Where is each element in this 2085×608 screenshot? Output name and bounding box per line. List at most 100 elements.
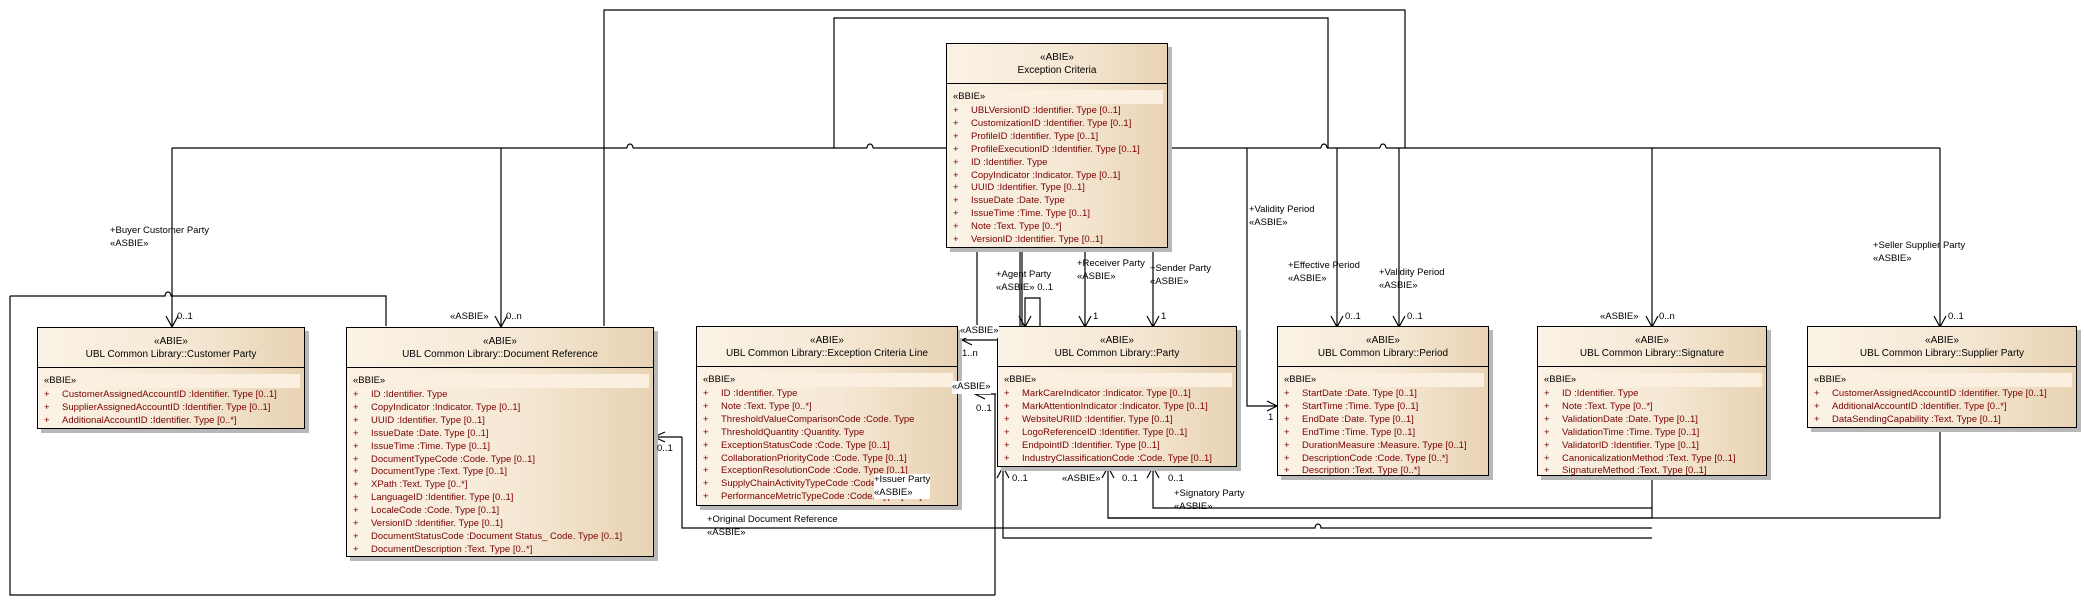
attribute: +Note :Text. Type [0..*] [703,400,812,412]
role-label-validity-period-2: +Validity Period«ASBIE» [1379,267,1445,291]
stereotype-label: «ASBIE» [1062,473,1101,484]
attribute-stereotype: «BBIE» [1002,373,1232,387]
attribute: +ThresholdValueComparisonCode :Code. Typ… [703,413,915,425]
attribute-list: «BBIE» +ID :Identifier. Type +Note :Text… [1538,367,1766,482]
attribute: +IssueTime :Time. Type [0..1] [953,208,1090,220]
attribute: +Note :Text. Type [0..*] [953,221,1062,233]
class-header: «ABIE» UBL Common Library::Period [1278,327,1488,367]
attribute-stereotype: «BBIE» [951,90,1163,104]
attribute: +StartDate :Date. Type [0..1] [1284,388,1417,399]
class-stereotype: «ABIE» [1366,335,1400,346]
class-stereotype: «ABIE» [483,336,517,347]
role-label-sender-party: +Sender Party«ASBIE» [1150,263,1211,287]
attribute: +Note :Text. Type [0..*] [1544,400,1653,412]
connector-issuer-party [975,393,996,595]
multiplicity-label: 0..1 [1122,473,1138,484]
attribute: +ExceptionStatusCode :Code. Type [0..1] [703,439,890,451]
role-label-effective-period: +Effective Period«ASBIE» [1288,260,1360,284]
class-stereotype: «ABIE» [1635,335,1669,346]
attribute: +PerformanceMetricTypeCode :Code. Type [… [703,491,923,503]
class-header: «ABIE» UBL Common Library::Document Refe… [347,328,653,368]
role-label-agent-party: +Agent Party«ASBIE» 0..1 [996,269,1054,293]
stereotype-label: «ASBIE» [960,325,999,338]
class-name: UBL Common Library::Customer Party [85,349,257,360]
class-header: «ABIE» UBL Common Library::Party [998,327,1236,367]
class-party[interactable]: «ABIE» UBL Common Library::Party «BBIE» … [997,326,1237,467]
attribute: +ExceptionResolutionCode :Code. Type [0.… [703,465,908,477]
class-customer-party[interactable]: «ABIE» UBL Common Library::Customer Part… [37,327,305,429]
role-label-signatory-party: +Signatory Party«ASBIE» [1174,488,1245,512]
attribute: +DataSendingCapability :Text. Type [0..1… [1814,413,2001,425]
connector-customer-left-loop [10,291,387,326]
role-label-original-document-reference: +Original Document Reference«ASBIE» [707,514,838,538]
attribute: +CustomerAssignedAccountID :Identifier. … [1814,388,2047,399]
attribute: +UBLVersionID :Identifier. Type [0..1] [953,105,1121,116]
attribute: +IssueDate :Date. Type [0..1] [353,427,489,439]
attribute-stereotype: «BBIE» [42,374,300,388]
attribute: +Description :Text. Type [0..*] [1284,465,1421,477]
attribute: +ValidatorID :Identifier. Type [0..1] [1544,439,1699,451]
class-exception-criteria-line[interactable]: «ABIE» UBL Common Library::Exception Cri… [696,326,958,506]
class-supplier-party[interactable]: «ABIE» UBL Common Library::Supplier Part… [1807,326,2077,428]
class-header: «ABIE» UBL Common Library::Customer Part… [38,328,304,368]
multiplicity-label: 0..1 [976,403,992,414]
attribute: +UUID :Identifier. Type [0..1] [353,414,485,426]
class-header: «ABIE» UBL Common Library::Supplier Part… [1808,327,2076,367]
class-name: UBL Common Library::Party [1054,348,1180,359]
attribute-stereotype: «BBIE» [1812,373,2072,387]
class-signature[interactable]: «ABIE» UBL Common Library::Signature «BB… [1537,326,1767,476]
attribute-list: «BBIE» +ID :Identifier. Type +CopyIndica… [347,368,653,561]
attribute: +SupplyChainActivityTypeCode :Code. Type… [703,478,926,490]
attribute: +DocumentStatusCode :Document Status_ Co… [353,530,623,542]
attribute: +LocaleCode :Code. Type [0..1] [353,505,500,517]
attribute-list: «BBIE» +MarkCareIndicator :Indicator. Ty… [998,367,1236,469]
class-header: «ABIE» UBL Common Library::Signature [1538,327,1766,367]
attribute: +LanguageID :Identifier. Type [0..1] [353,492,514,504]
attribute-stereotype: «BBIE» [1542,373,1762,387]
class-name: UBL Common Library::Signature [1579,348,1725,359]
class-stereotype: «ABIE» [810,335,844,346]
connector-validity-period-1 [1246,148,1277,407]
attribute: +CopyIndicator :Indicator. Type [0..1] [953,169,1121,181]
attribute: +ID :Identifier. Type [703,388,798,399]
attribute: +LogoReferenceID :Identifier. Type [0..1… [1004,426,1188,438]
class-period[interactable]: «ABIE» UBL Common Library::Period «BBIE»… [1277,326,1489,476]
class-stereotype: «ABIE» [154,336,188,347]
role-label-receiver-party: +Receiver Party«ASBIE» [1077,258,1145,282]
connector-agent-party [1024,297,1041,326]
attribute: +ProfileID :Identifier. Type [0..1] [953,130,1099,142]
attribute-stereotype: «BBIE» [351,374,649,388]
role-label-issuer-party: +Issuer Party«ASBIE» [874,474,931,499]
connector-loop-outer [603,9,1406,148]
attribute: +CustomerAssignedAccountID :Identifier. … [44,389,277,400]
multiplicity-label: 1 [1161,311,1167,322]
attribute: +SignatureMethod :Text. Type [0..1] [1544,465,1707,477]
multiplicity-label: 0..n [506,311,522,322]
attribute-list: «BBIE» +ID :Identifier. Type +Note :Text… [697,367,957,508]
stereotype-label: «ASBIE» [1600,311,1639,322]
class-exception-criteria[interactable]: «ABIE» Exception Criteria «BBIE» +UBLVer… [946,43,1168,248]
attribute: +SupplierAssignedAccountID :Identifier. … [44,401,271,413]
class-document-reference[interactable]: «ABIE» UBL Common Library::Document Refe… [346,327,654,557]
multiplicity-label: 1 [1268,412,1274,423]
attribute: +AdditionalAccountID :Identifier. Type [… [44,414,237,426]
attribute: +EndpointID :Identifier. Type [0..1] [1004,439,1160,451]
attribute: +ID :Identifier. Type [953,156,1048,168]
class-stereotype: «ABIE» [1040,52,1074,63]
attribute: +MarkAttentionIndicator :Indicator. Type… [1004,400,1208,412]
connector-bus-hop-1 [626,143,634,149]
attribute: +CopyIndicator :Indicator. Type [0..1] [353,401,521,413]
attribute: +IndustryClassificationCode :Code. Type … [1004,452,1212,464]
attribute: +VersionID :Identifier. Type [0..1] [953,234,1103,246]
attribute: +DocumentDescription :Text. Type [0..*] [353,543,533,555]
multiplicity-label: 0..1 [1407,311,1423,322]
class-header: «ABIE» Exception Criteria [947,44,1167,84]
attribute: +IssueTime :Time. Type [0..1] [353,440,490,452]
attribute: +ValidationDate :Date. Type [0..1] [1544,413,1698,425]
attribute: +CanonicalizationMethod :Text. Type [0..… [1544,452,1736,464]
attribute: +ThresholdQuantity :Quantity. Type [703,426,865,438]
role-label-seller-supplier-party: +Seller Supplier Party«ASBIE» [1873,240,1966,264]
class-name: Exception Criteria [1017,65,1097,76]
multiplicity-label: 0..1 [1012,473,1028,484]
connector-original-document-reference [681,437,1652,529]
